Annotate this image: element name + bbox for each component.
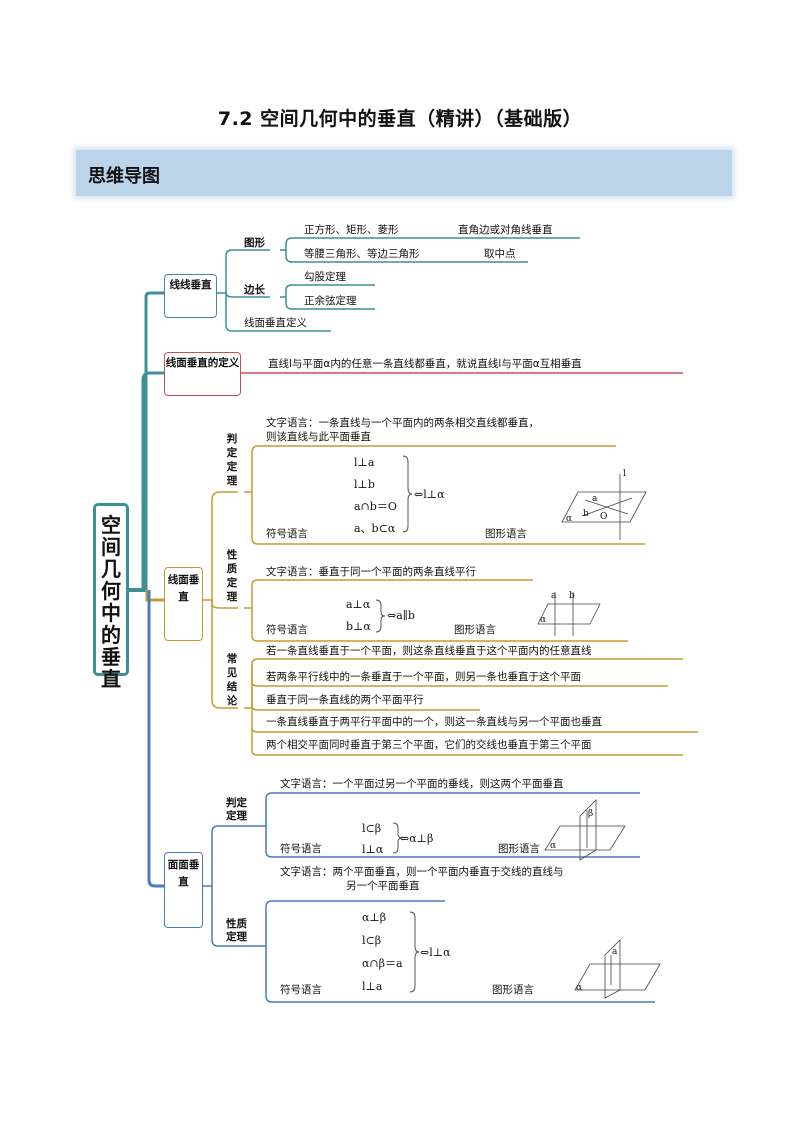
section-banner: 思维导图	[76, 150, 732, 196]
label-pp-judge-theorem: 判定定理	[226, 797, 247, 822]
judge-symbol-label: 符号语言	[266, 528, 308, 540]
judge-sym-4: a、b⊂α	[354, 522, 396, 535]
side-item-1: 勾股定理	[304, 271, 346, 283]
pp-prop-result: ⇔l⊥α	[420, 946, 451, 959]
pp-judge-figure-label: 图形语言	[498, 843, 540, 855]
fig3-alpha: α	[550, 841, 557, 851]
node-line-plane-perpendicular[interactable]: 线面垂直	[164, 567, 203, 641]
judge-sym-3: a∩b＝O	[354, 500, 397, 513]
pp-prop-figure-label: 图形语言	[492, 984, 534, 996]
label-pp-property-theorem: 性质定理	[226, 918, 247, 943]
label-common-conclusions: 常见结论	[226, 653, 238, 707]
pp-prop-sym-4: l⊥a	[362, 980, 383, 993]
fig1-l: l	[623, 469, 626, 479]
page-title: 7.2 空间几何中的垂直（精讲）（基础版）	[217, 108, 583, 130]
conclusion-4: 一条直线垂直于两平行平面中的一个，则这一条直线与另一个平面也垂直	[266, 716, 602, 728]
judge-sym-2: l⊥b	[354, 478, 375, 491]
fig4-alpha: α	[576, 983, 583, 993]
fig2-alpha: α	[540, 615, 547, 625]
judge-figure-label: 图形语言	[485, 528, 527, 540]
pp-prop-text-1: 文字语言：两个平面垂直，则一个平面内垂直于交线的直线与	[280, 866, 564, 878]
shape-item-1: 正方形、矩形、菱形	[304, 224, 399, 236]
fig4-a: a	[612, 947, 618, 957]
shape-item-1-note: 直角边或对角线垂直	[458, 224, 553, 236]
parallel-lines-figure	[537, 592, 601, 636]
side-item-2: 正余弦定理	[304, 295, 357, 307]
prop-symbol-label: 符号语言	[266, 624, 308, 636]
conclusion-3: 垂直于同一条直线的两个平面平行	[266, 694, 424, 706]
fig2-b: b	[569, 591, 575, 601]
conclusion-5: 两个相交平面同时垂直于第三个平面，它们的交线也垂直于第三个平面	[266, 739, 592, 751]
pp-prop-sym-2: l⊂β	[362, 934, 382, 947]
pp-prop-sym-3: α∩β＝a	[362, 957, 403, 970]
node-line-plane-definition[interactable]: 线面垂直的定义	[164, 352, 241, 396]
shape-item-2: 等腰三角形、等边三角形	[304, 248, 420, 260]
pp-judge-text: 文字语言：一个平面过另一个平面的垂线，则这两个平面垂直	[280, 778, 564, 790]
fig1-O: O	[600, 512, 608, 522]
pp-prop-symbol-label: 符号语言	[280, 984, 322, 996]
prop-text: 文字语言：垂直于同一个平面的两条直线平行	[266, 566, 476, 578]
conclusion-2: 若两条平行线中的一条垂直于一个平面，则另一条也垂直于这个平面	[266, 671, 581, 683]
root-topic[interactable]: 空间几何中的垂直	[93, 503, 129, 690]
prop-figure-label: 图形语言	[454, 624, 496, 636]
def-item: 线面垂直定义	[244, 317, 307, 329]
prop-sym-2: b⊥α	[346, 620, 371, 633]
label-property-theorem: 性质定理	[226, 549, 238, 603]
judge-sym-1: l⊥a	[354, 456, 375, 469]
pp-judge-sym-2: l⊥α	[362, 843, 384, 856]
section-title: 思维导图	[88, 166, 160, 187]
line-plane-figure	[561, 474, 647, 540]
pp-prop-text-2: 另一个平面垂直	[346, 880, 420, 892]
judge-text-2: 则该直线与此平面垂直	[266, 431, 371, 443]
judge-result: ⇔l⊥α	[414, 488, 445, 501]
fig2-a: a	[551, 591, 557, 601]
fig1-a: a	[592, 494, 598, 504]
plane-judge-figure	[544, 799, 626, 861]
pp-judge-sym-1: l⊂β	[362, 822, 382, 835]
shape-item-2-note: 取中点	[484, 248, 516, 260]
fig3-beta: β	[588, 809, 594, 819]
conclusion-1: 若一条直线垂直于一个平面，则这条直线垂直于这个平面内的任意直线	[266, 645, 592, 657]
fig1-alpha: α	[566, 514, 573, 524]
prop-sym-1: a⊥α	[346, 598, 371, 611]
plane-property-figure	[574, 939, 661, 999]
pp-judge-result: ⇔α⊥β	[400, 832, 434, 845]
node-line-line-perpendicular[interactable]: 线线垂直	[164, 274, 217, 318]
prop-result: ⇔a∥b	[387, 609, 415, 622]
node-plane-plane-perpendicular[interactable]: 面面垂直	[164, 852, 203, 928]
label-judge-theorem: 判定定理	[226, 433, 238, 487]
judge-text-1: 文字语言：一条直线与一个平面内的两条相交直线都垂直，	[266, 417, 539, 429]
fig1-b: b	[583, 509, 589, 519]
pp-prop-sym-1: α⊥β	[362, 911, 387, 924]
label-shape: 图形	[244, 237, 265, 249]
label-side: 边长	[244, 284, 265, 296]
pp-judge-symbol-label: 符号语言	[280, 843, 322, 855]
line-plane-def-text: 直线l与平面α内的任意一条直线都垂直，就说直线l与平面α互相垂直	[268, 358, 582, 370]
